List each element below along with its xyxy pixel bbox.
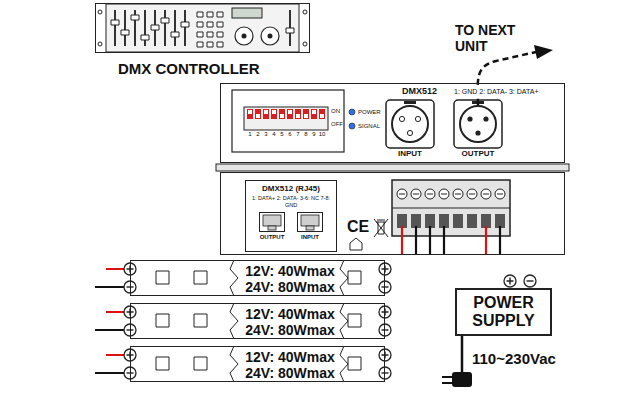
ce-mark: CE: [347, 218, 369, 236]
xlr-output: OUTPUT: [459, 105, 497, 143]
switch-number: 8: [302, 131, 310, 138]
power-supply-box: POWER SUPPLY: [455, 288, 552, 336]
chassis-lip: [216, 164, 569, 171]
led-label: POWER: [358, 109, 381, 116]
dip-switch-housing: [244, 107, 328, 130]
rj45-output: OUTPUT: [259, 212, 285, 232]
rj45-input: INPUT: [297, 212, 323, 232]
power-rating: 24V: 80Wmax: [238, 365, 342, 381]
switch-number: 6: [286, 131, 294, 138]
pin-legend: 1: GND 2: DATA- 3: DATA+: [453, 87, 539, 96]
controller-dial: [261, 27, 279, 45]
switch-number: 7: [294, 131, 302, 138]
rj45-notch: [268, 226, 276, 230]
minus-terminal: [379, 324, 391, 336]
terminal-block: [392, 180, 510, 236]
power-rating: 12V: 40Wmax: [238, 263, 342, 279]
dip-switches: [247, 109, 325, 119]
power-rating: 12V: 40Wmax: [238, 306, 342, 322]
plus-terminal: [379, 306, 391, 318]
decoder-side-panel: CE DMX512 (RJ45)1: DATA+ 2: DATA- 3-6: NC…: [220, 172, 565, 255]
terminal-divider: [392, 208, 510, 209]
power-rating: 24V: 80Wmax: [238, 279, 342, 295]
signal-led: [349, 123, 355, 129]
dip-switch-panel: [232, 90, 344, 152]
dmx-controller: DMX CONTROLLER: [95, 3, 310, 53]
rack-holes: [98, 10, 307, 46]
controller-display: [232, 8, 262, 18]
xlr-housing: [454, 100, 502, 148]
led-chips: [156, 271, 361, 370]
power-rating: 12V: 40Wmax: [238, 349, 342, 365]
switch-number: 5: [278, 131, 286, 138]
terminal-wire-black: [416, 226, 500, 255]
fader-slots: [115, 10, 290, 46]
port-label: OUTPUT: [249, 234, 295, 241]
switch-number: 9: [310, 131, 318, 138]
rj45-socket: [263, 215, 281, 226]
switch-number: 10: [318, 131, 326, 138]
screw-slots: [399, 193, 503, 194]
mains-cord: [461, 336, 464, 372]
rj45-notch: [306, 226, 314, 230]
device-label: DMX CONTROLLER: [118, 60, 260, 78]
terminal-openings: [397, 214, 505, 228]
strip-break-marks: [230, 260, 348, 382]
led-label: SIGNAL: [358, 123, 380, 130]
supply-voltage: 110~230Vac: [472, 350, 556, 368]
switch-state: OFF: [331, 121, 343, 128]
switch-number: 1: [246, 131, 254, 138]
weee-bin-icon: [374, 219, 388, 237]
xlr-male-pins: [467, 116, 488, 135]
dial-center: [268, 34, 273, 39]
port-heading: DMX512: [401, 86, 438, 96]
rj45-socket: [301, 215, 319, 226]
dip-switch-knobs: [248, 110, 324, 118]
xlr-female-pins: [399, 116, 420, 135]
xlr-latch: [404, 101, 416, 104]
switch-number: 3: [262, 131, 270, 138]
device-label: POWER SUPPLY: [461, 294, 546, 330]
minus-terminal: [379, 281, 391, 293]
plus-terminal: [379, 263, 391, 275]
plus-terminal: [379, 349, 391, 361]
port-label: INPUT: [378, 149, 442, 159]
power-rating: 24V: 80Wmax: [238, 322, 342, 338]
next-unit-cable: [478, 52, 536, 105]
led-strip: 12V: 40Wmax24V: 80Wmax: [130, 303, 385, 339]
controller-dial: [235, 27, 253, 45]
terminal-screws: [397, 189, 505, 199]
destination-note: TO NEXT UNIT: [455, 22, 535, 54]
switch-state: ON: [331, 108, 340, 115]
mains-plug: [452, 372, 472, 387]
xlr-input: INPUT: [391, 105, 429, 143]
port-label: OUTPUT: [446, 149, 510, 159]
switch-number: 4: [270, 131, 278, 138]
next-unit-arrowhead: [534, 45, 553, 59]
controller-buttons: [197, 12, 223, 47]
port-label: INPUT: [287, 234, 333, 241]
plus-terminal: [504, 275, 516, 287]
rj45-panel: DMX512 (RJ45)1: DATA+ 2: DATA- 3-6: NC 7…: [245, 180, 337, 252]
xlr-housing: [386, 100, 434, 148]
indoor-icon: [350, 238, 362, 250]
led-strip: 12V: 40Wmax24V: 80Wmax: [130, 346, 385, 382]
decoder-top-panel: DMX512 1: GND 2: DATA- 3: DATA+ INPUT OUTPU…: [220, 83, 565, 163]
power-led: [349, 109, 355, 115]
pin-legend: 1: DATA+ 2: DATA- 3-6: NC 7-8: GND: [247, 195, 335, 208]
plug-prongs: [442, 377, 452, 383]
led-strip: 12V: 40Wmax24V: 80Wmax: [130, 260, 385, 296]
dial-center: [242, 34, 247, 39]
switch-number: 2: [254, 131, 262, 138]
minus-terminal: [379, 367, 391, 379]
controller-face: [106, 4, 299, 52]
port-heading: DMX512 (RJ45): [246, 184, 336, 194]
minus-terminal: [524, 275, 536, 287]
